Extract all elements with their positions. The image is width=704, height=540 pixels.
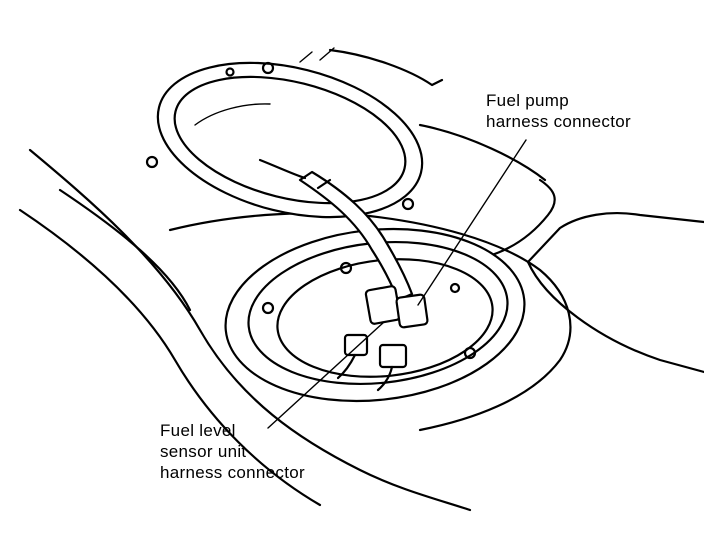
access-cover [145,47,444,219]
pump-connector-leader [417,139,527,306]
fuel-pump-label-line1: Fuel pump [486,91,570,110]
fuel-pump-label-line2: harness connector [486,112,631,131]
fuel-level-sensor-connector-label: Fuel level sensor unit harness connector [160,420,305,483]
sensor-label-line3: harness connector [160,463,305,482]
harness-cable [258,158,414,302]
fuel-pump-connector-label: Fuel pump harness connector [486,90,631,132]
harness-connectors [336,285,429,392]
leader-lines [267,139,527,429]
sensor-label-line2: sensor unit [160,442,247,461]
sensor-connector-leader [267,321,385,429]
tank-side-panel [526,212,704,374]
sensor-label-line1: Fuel level [160,421,236,440]
